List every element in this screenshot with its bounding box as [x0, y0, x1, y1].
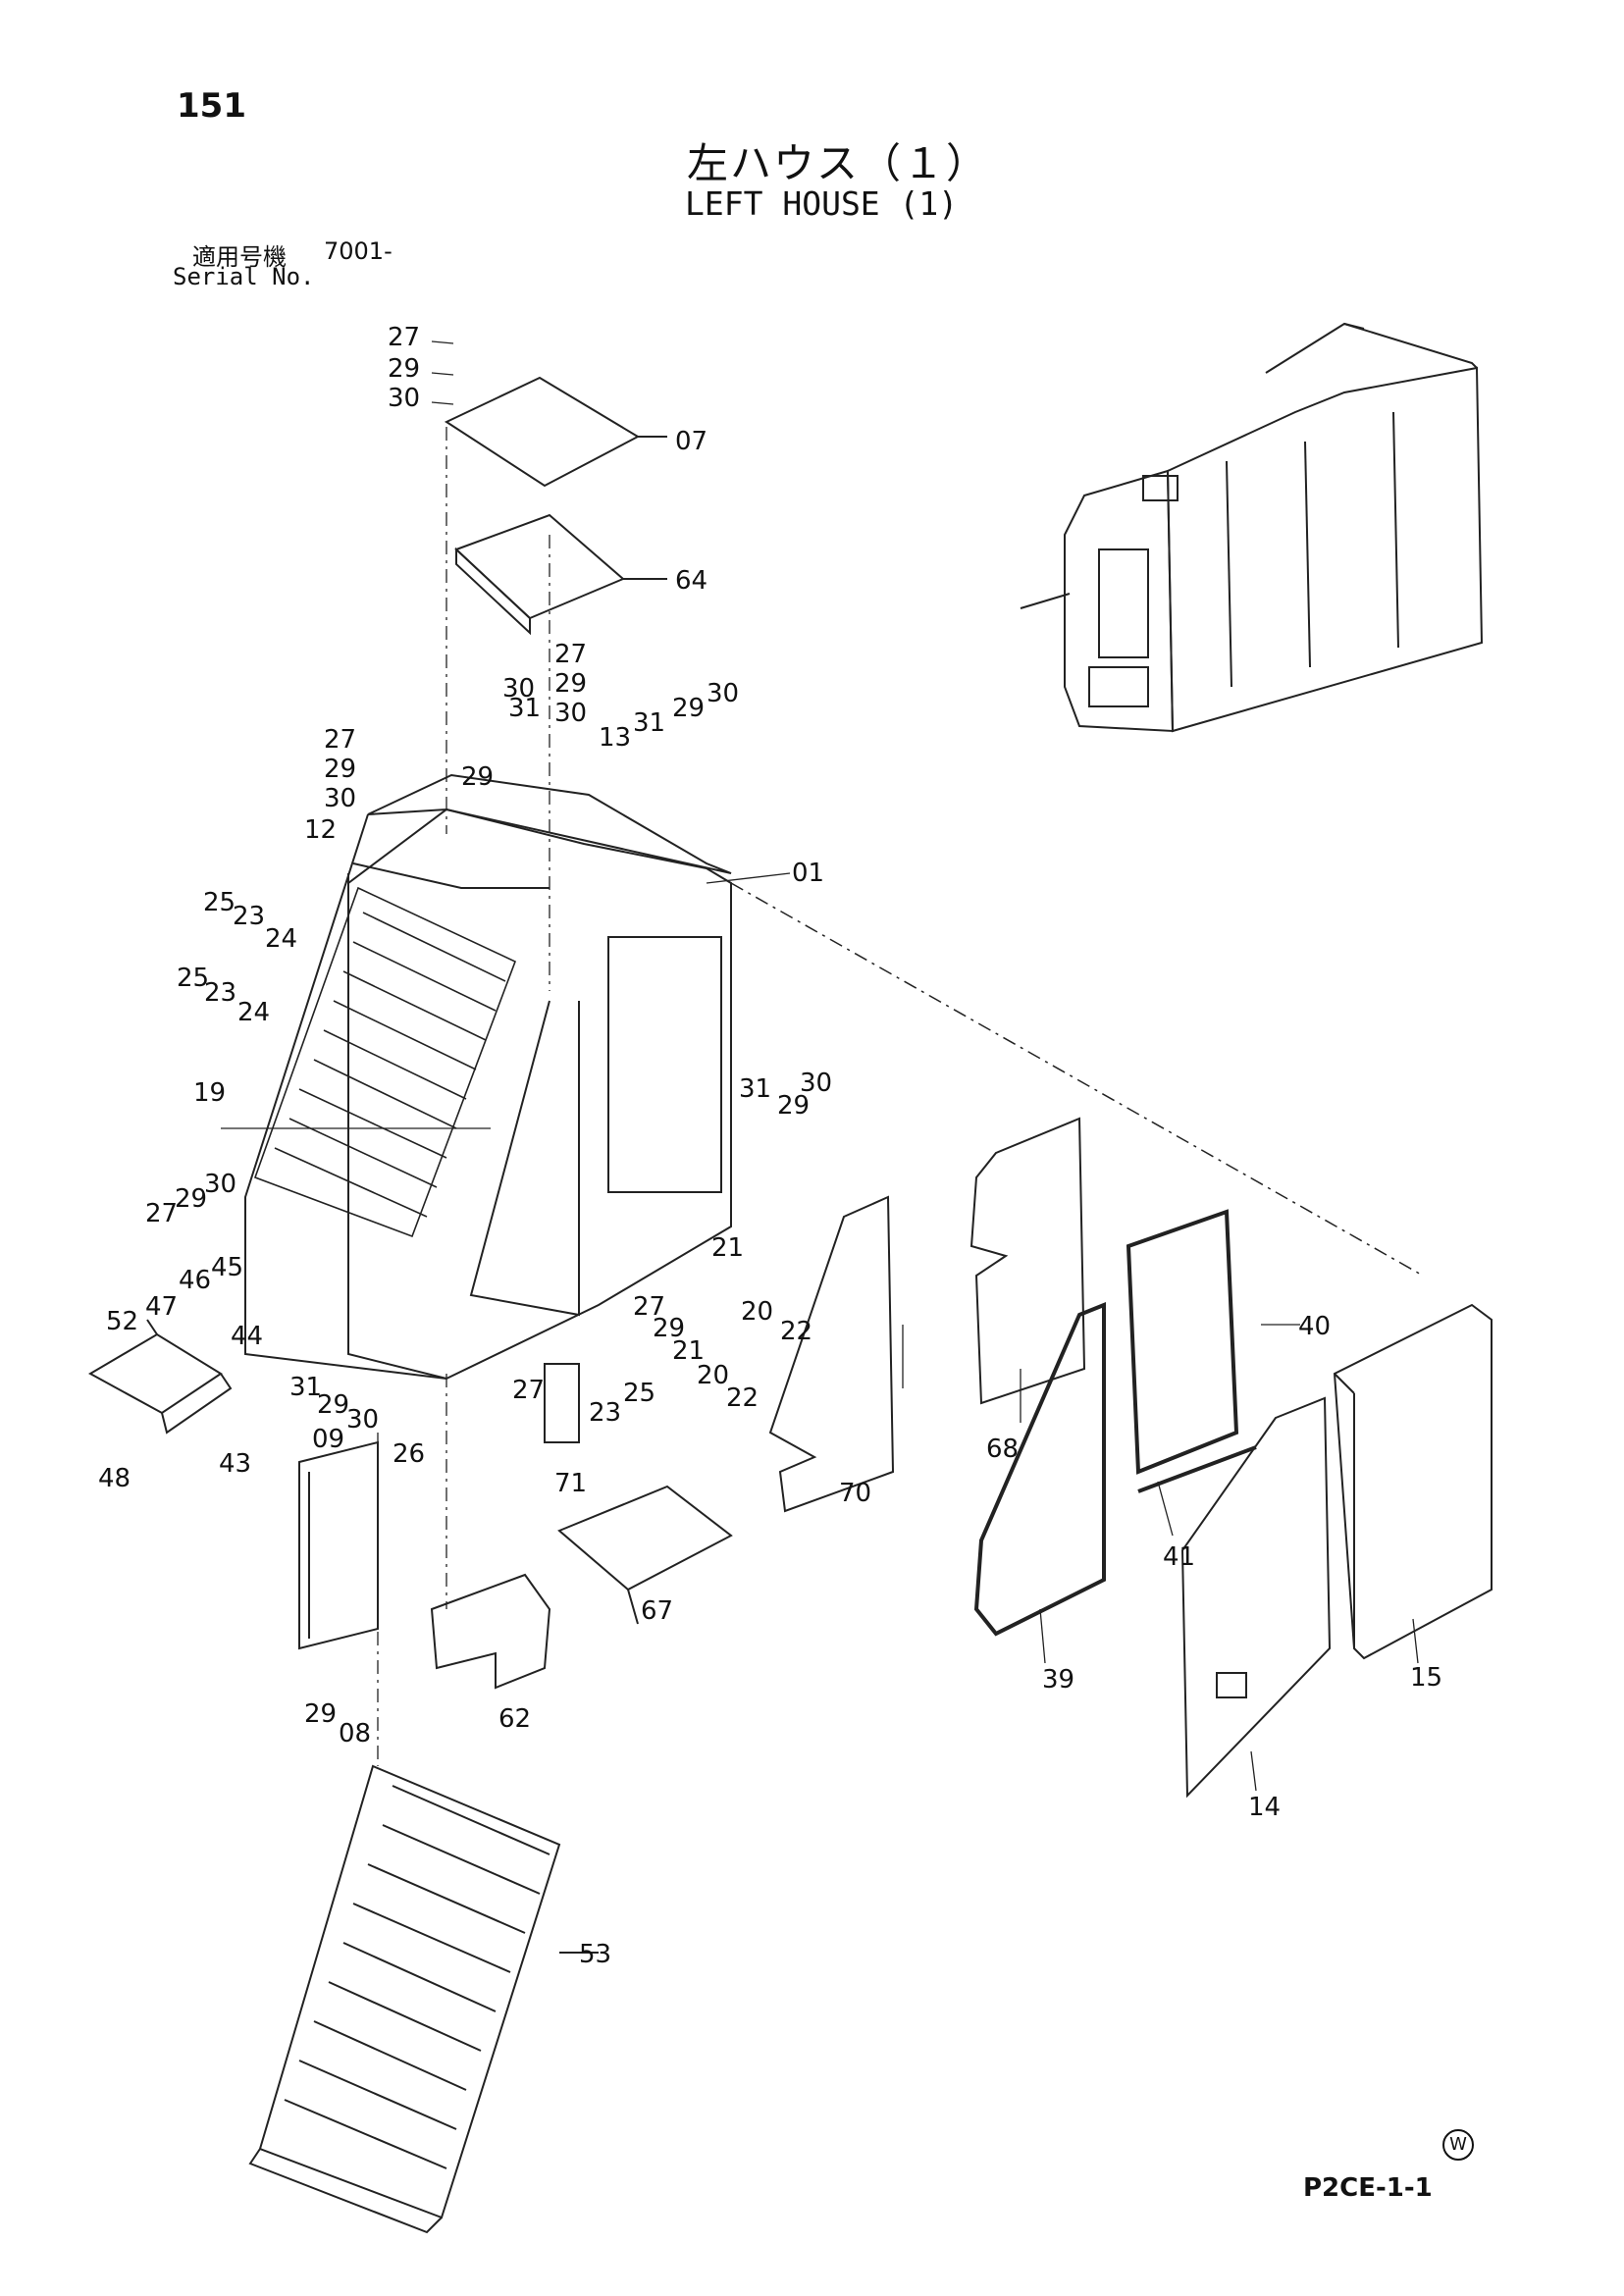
callout-29: 29	[461, 762, 494, 792]
pad-62	[430, 1573, 551, 1690]
callout-29: 29	[653, 1314, 685, 1343]
callout-09: 09	[312, 1425, 344, 1454]
door-14	[1180, 1396, 1332, 1799]
callout-23: 23	[589, 1398, 621, 1428]
callout-25: 25	[623, 1379, 655, 1408]
callout-29: 29	[777, 1091, 810, 1121]
callout-29: 29	[317, 1390, 349, 1420]
callout-30: 30	[800, 1069, 832, 1098]
page-title-jp: 左ハウス（１）	[687, 139, 990, 187]
callout-29: 29	[324, 755, 356, 784]
step-52	[87, 1319, 233, 1435]
callout-08: 08	[339, 1719, 371, 1748]
callout-46: 46	[179, 1266, 211, 1295]
panel-70	[768, 1195, 895, 1513]
callout-22: 22	[726, 1383, 759, 1413]
callout-26: 26	[393, 1439, 425, 1469]
callout-23: 23	[233, 902, 265, 931]
callout-01: 01	[792, 859, 824, 888]
grille-09	[298, 1440, 379, 1650]
callout-31: 31	[633, 708, 665, 738]
callout-40: 40	[1298, 1312, 1331, 1341]
callout-29: 29	[304, 1699, 337, 1729]
callout-25: 25	[177, 964, 209, 993]
panel-68	[969, 1117, 1086, 1405]
callout-23: 23	[204, 978, 236, 1008]
machine-overview	[1020, 322, 1484, 733]
callout-27: 27	[145, 1199, 178, 1228]
callout-24: 24	[265, 924, 297, 954]
callout-31: 31	[739, 1074, 771, 1104]
callout-15: 15	[1410, 1663, 1442, 1693]
callout-70: 70	[839, 1479, 871, 1508]
callout-29: 29	[672, 694, 705, 723]
seal-40	[1126, 1209, 1239, 1475]
callout-39: 39	[1042, 1665, 1074, 1695]
figure-code: P2CE-1-1	[1303, 2173, 1433, 2203]
callout-44: 44	[231, 1322, 263, 1351]
serial-value: 7001-	[324, 237, 393, 265]
front-grille	[253, 886, 517, 1238]
callout-30: 30	[324, 784, 356, 813]
callout-30: 30	[388, 384, 420, 413]
callout-20: 20	[741, 1297, 773, 1327]
callout-27: 27	[324, 725, 356, 755]
callout-12: 12	[304, 815, 337, 845]
pad-67	[557, 1485, 733, 1625]
callout-30: 30	[502, 674, 535, 704]
callout-31: 31	[289, 1373, 322, 1402]
seal-39	[973, 1302, 1106, 1637]
callout-07: 07	[675, 427, 707, 456]
callout-53: 53	[579, 1940, 611, 1969]
pad-71	[544, 1363, 580, 1443]
callout-27: 27	[554, 640, 587, 669]
page-number: 151	[177, 86, 246, 126]
callout-29: 29	[175, 1184, 207, 1214]
callout-48: 48	[98, 1464, 131, 1493]
assembly-lines	[377, 427, 550, 1766]
callout-71: 71	[554, 1469, 587, 1498]
callout-27: 27	[388, 323, 420, 352]
callout-21: 21	[672, 1336, 705, 1366]
callout-30: 30	[346, 1405, 379, 1435]
top-pad-64	[454, 513, 667, 636]
callout-19: 19	[193, 1078, 226, 1108]
callout-25: 25	[203, 888, 236, 917]
callout-52: 52	[106, 1307, 138, 1336]
callout-30: 30	[707, 679, 739, 708]
w-circle-mark: W	[1442, 2129, 1474, 2161]
callout-22: 22	[780, 1317, 812, 1346]
callout-13: 13	[599, 723, 631, 753]
callout-27: 27	[633, 1292, 665, 1322]
house-frame-01	[244, 773, 1424, 1381]
callout-27: 27	[512, 1376, 545, 1405]
door-15	[1333, 1303, 1493, 1660]
leader-lines	[221, 340, 1419, 1792]
callout-45: 45	[211, 1253, 243, 1282]
callout-47: 47	[145, 1292, 178, 1322]
callout-68: 68	[986, 1435, 1019, 1464]
page-title-en: LEFT HOUSE (1)	[685, 184, 959, 223]
callout-67: 67	[641, 1596, 673, 1626]
callout-29: 29	[554, 669, 587, 699]
seal-41	[1137, 1445, 1257, 1493]
ladder-53	[248, 1764, 599, 2234]
callout-14: 14	[1248, 1793, 1281, 1822]
callout-64: 64	[675, 566, 707, 596]
serial-label-en: Serial No.	[173, 263, 315, 290]
callout-29: 29	[388, 354, 420, 384]
callout-43: 43	[219, 1449, 251, 1479]
callout-62: 62	[498, 1704, 531, 1734]
serial-label-jp: 適用号機	[192, 243, 287, 271]
callout-30: 30	[204, 1170, 236, 1199]
callout-31: 31	[508, 694, 541, 723]
callout-41: 41	[1163, 1542, 1195, 1572]
callout-21: 21	[711, 1233, 744, 1263]
top-cover-07	[444, 376, 667, 488]
callout-30: 30	[554, 699, 587, 728]
callout-20: 20	[697, 1361, 729, 1390]
callout-24: 24	[237, 998, 270, 1027]
